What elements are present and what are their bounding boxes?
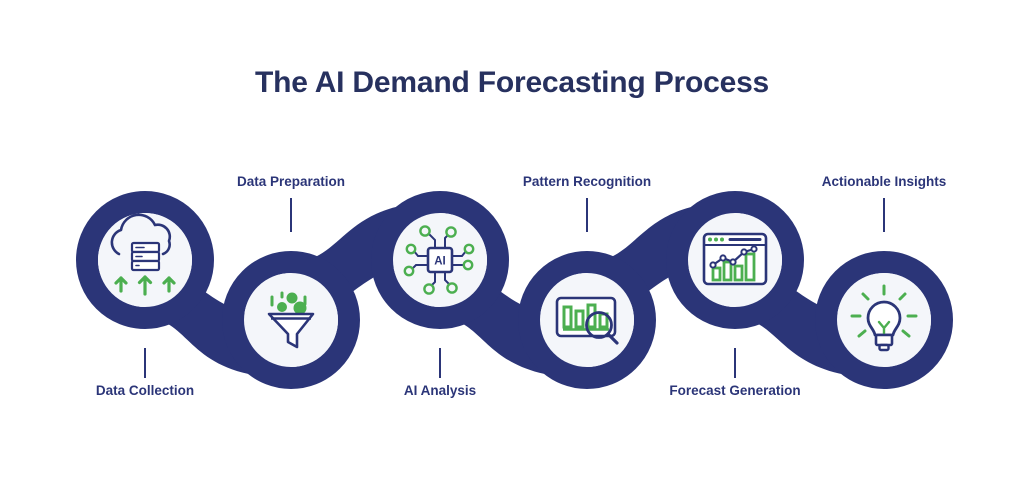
bar-chart-magnifier-icon: [555, 296, 619, 345]
chip-body: [426, 246, 454, 274]
chip-nodes: [403, 225, 475, 295]
upload-arrows: [114, 275, 176, 296]
node-ring-1[interactable]: [76, 191, 214, 329]
window-dots: [708, 237, 724, 242]
funnel-input-dots: [277, 292, 307, 315]
step-label-ai-analysis: AI Analysis: [403, 383, 477, 398]
lightbulb-idea-icon: [850, 284, 918, 352]
database-stack: [130, 241, 161, 272]
node-ring-4[interactable]: [518, 251, 656, 389]
label-stems: [144, 198, 885, 378]
funnel-body: [267, 312, 315, 349]
step-label-data-preparation: Data Preparation: [236, 174, 346, 189]
chart-bars: [562, 303, 609, 329]
magnifier-handle: [606, 332, 619, 345]
node-ring-3[interactable]: [371, 191, 509, 329]
trend-points: [709, 245, 758, 269]
dashboard-bars: [711, 252, 756, 282]
step-label-forecast-generation: Forecast Generation: [669, 383, 801, 398]
chip-label: AI: [434, 256, 446, 268]
dashboard-trend-chart-icon: [702, 232, 768, 286]
bulb-rays: [850, 284, 918, 338]
step-label-pattern-recognition: Pattern Recognition: [522, 174, 652, 189]
bulb-glass: [866, 300, 902, 337]
step-label-data-collection: Data Collection: [95, 383, 195, 398]
ai-chip-network-icon: AI: [403, 225, 475, 295]
page-title: The AI Demand Forecasting Process: [254, 66, 770, 99]
node-ring-2[interactable]: [222, 251, 360, 389]
node-ring-6[interactable]: [815, 251, 953, 389]
step-label-actionable-insights: Actionable Insights: [821, 174, 947, 189]
funnel-filter-icon: [267, 291, 315, 349]
node-ring-5[interactable]: [666, 191, 804, 329]
cloud-database-upload-icon: [110, 213, 176, 296]
funnel-input-dashes: [270, 291, 307, 307]
bulb-base: [874, 333, 894, 347]
magnifier-lens: [585, 311, 613, 339]
bulb-contact: [878, 343, 890, 352]
chain-node-rings: [76, 191, 953, 389]
